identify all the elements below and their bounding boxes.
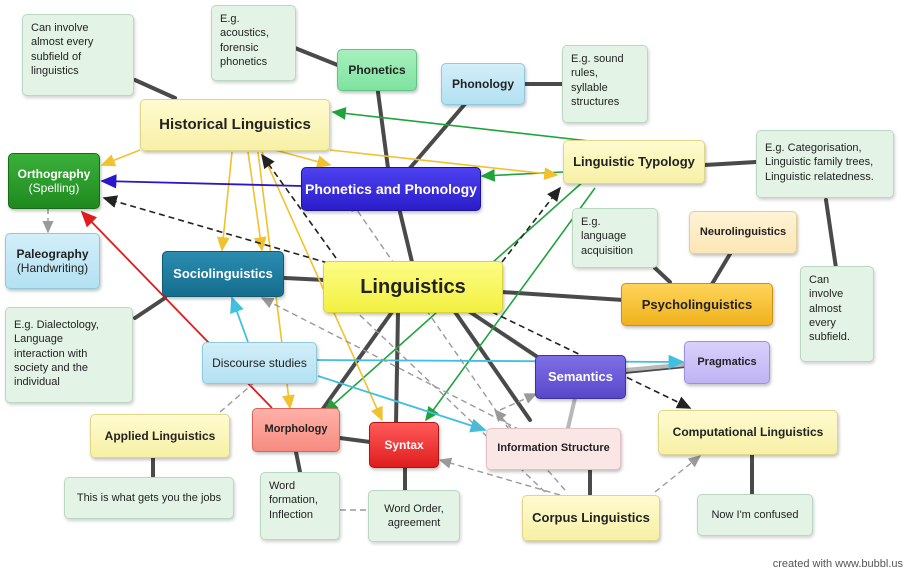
node-linguistic-typology[interactable]: Linguistic Typology bbox=[563, 140, 705, 184]
phonetics-note: E.g. acoustics, forensic phonetics bbox=[211, 5, 296, 81]
node-syntax[interactable]: Syntax bbox=[369, 422, 439, 468]
node-neurolinguistics[interactable]: Neurolinguistics bbox=[689, 211, 797, 254]
node-orthography[interactable]: Orthography (Spelling) bbox=[8, 153, 100, 209]
orthography-label: Orthography bbox=[17, 166, 91, 181]
sociolinguistics-note: E.g. Dialectology, Language interaction … bbox=[5, 307, 133, 403]
node-sociolinguistics[interactable]: Sociolinguistics bbox=[162, 251, 284, 297]
node-computational-linguistics[interactable]: Computational Linguistics bbox=[658, 410, 838, 455]
confused-note: Now I'm confused bbox=[697, 494, 813, 536]
node-morphology[interactable]: Morphology bbox=[252, 408, 340, 452]
node-historical-linguistics[interactable]: Historical Linguistics bbox=[140, 99, 330, 151]
node-phonology[interactable]: Phonology bbox=[441, 63, 525, 105]
phonology-note: E.g. sound rules, syllable structures bbox=[562, 45, 648, 123]
bubbl-watermark: created with www.bubbl.us bbox=[772, 558, 903, 570]
node-paleography[interactable]: Paleography (Handwriting) bbox=[5, 233, 100, 289]
morphology-note: Word formation, Inflection bbox=[260, 472, 340, 540]
historical-note: Can involve almost every subfield of lin… bbox=[22, 14, 134, 96]
computational-note: Can involve almost every subfield. bbox=[800, 266, 874, 362]
node-applied-linguistics[interactable]: Applied Linguistics bbox=[90, 414, 230, 458]
node-information-structure[interactable]: Information Structure bbox=[486, 428, 621, 470]
psycholinguistics-note: E.g. language acquisition bbox=[572, 208, 658, 268]
node-psycholinguistics[interactable]: Psycholinguistics bbox=[621, 283, 773, 326]
paleography-sublabel: (Handwriting) bbox=[16, 261, 89, 275]
paleography-label: Paleography bbox=[16, 246, 89, 261]
typology-note: E.g. Categorisation, Linguistic family t… bbox=[756, 130, 894, 198]
syntax-note: Word Order, agreement bbox=[368, 490, 460, 542]
node-phonetics[interactable]: Phonetics bbox=[337, 49, 417, 91]
orthography-sublabel: (Spelling) bbox=[28, 181, 80, 195]
node-semantics[interactable]: Semantics bbox=[535, 355, 626, 399]
node-linguistics[interactable]: Linguistics bbox=[323, 261, 503, 313]
node-corpus-linguistics[interactable]: Corpus Linguistics bbox=[522, 495, 660, 541]
node-pragmatics[interactable]: Pragmatics bbox=[684, 341, 770, 384]
applied-note: This is what gets you the jobs bbox=[64, 477, 234, 519]
node-phonetics-and-phonology[interactable]: Phonetics and Phonology bbox=[301, 167, 481, 211]
node-discourse-studies[interactable]: Discourse studies bbox=[202, 342, 317, 384]
